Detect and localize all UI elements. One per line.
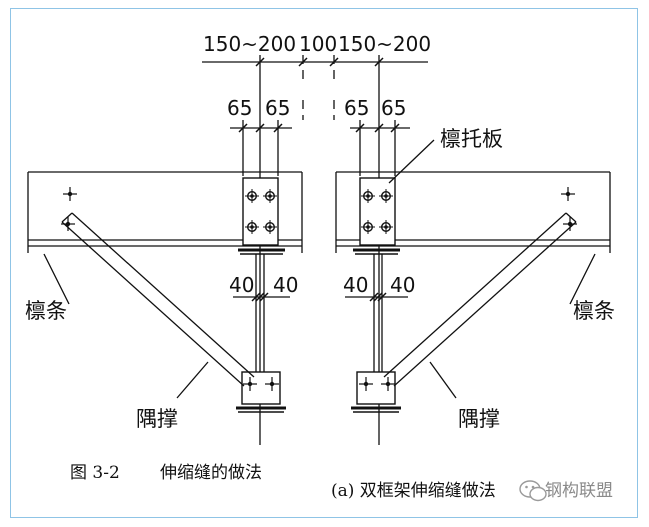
dim-65: 65 (344, 96, 369, 120)
dim-ticks (255, 57, 384, 67)
label-brace-left: 隅撑 (136, 407, 178, 431)
watermark: 钢构联盟 (519, 480, 613, 502)
knee-brace-right (383, 212, 577, 387)
pins (60, 186, 578, 392)
brace-plate-right (351, 371, 401, 413)
brace-plate-left (236, 371, 286, 413)
dim-top-mid: 100 (299, 32, 337, 56)
dim-40: 40 (343, 273, 368, 297)
label-purlin-right: 檩条 (573, 299, 615, 323)
figure-title: 伸缩缝的做法 (160, 463, 262, 483)
dim-40: 40 (390, 273, 415, 297)
dim-40: 40 (229, 273, 254, 297)
figure-subtitle: (a) 双框架伸缩缝做法 (331, 481, 496, 501)
leader-bracket (388, 139, 435, 184)
leader-purlin-left (43, 253, 70, 305)
label-purlin-bracket: 檩托板 (440, 127, 503, 151)
bracket-plate-right (353, 177, 400, 255)
bracket-plate-left (238, 177, 285, 255)
label-purlin-left: 檩条 (25, 299, 67, 323)
dim-65: 65 (227, 96, 252, 120)
dim-40: 40 (273, 273, 298, 297)
leader-brace-right (429, 361, 457, 399)
watermark-text: 钢构联盟 (545, 481, 613, 501)
label-brace-right: 隅撑 (458, 407, 500, 431)
figure-number: 图 3-2 (70, 463, 120, 483)
leader-brace-left (176, 361, 209, 399)
figure-frame (10, 8, 638, 518)
wechat-icon (519, 480, 547, 502)
dim-65: 65 (381, 96, 406, 120)
leader-purlin-right (569, 253, 596, 305)
dim-top-left: 150~200 (203, 32, 296, 56)
dim-top-right: 150~200 (338, 32, 431, 56)
knee-brace-left (61, 212, 255, 387)
dim-65: 65 (265, 96, 290, 120)
